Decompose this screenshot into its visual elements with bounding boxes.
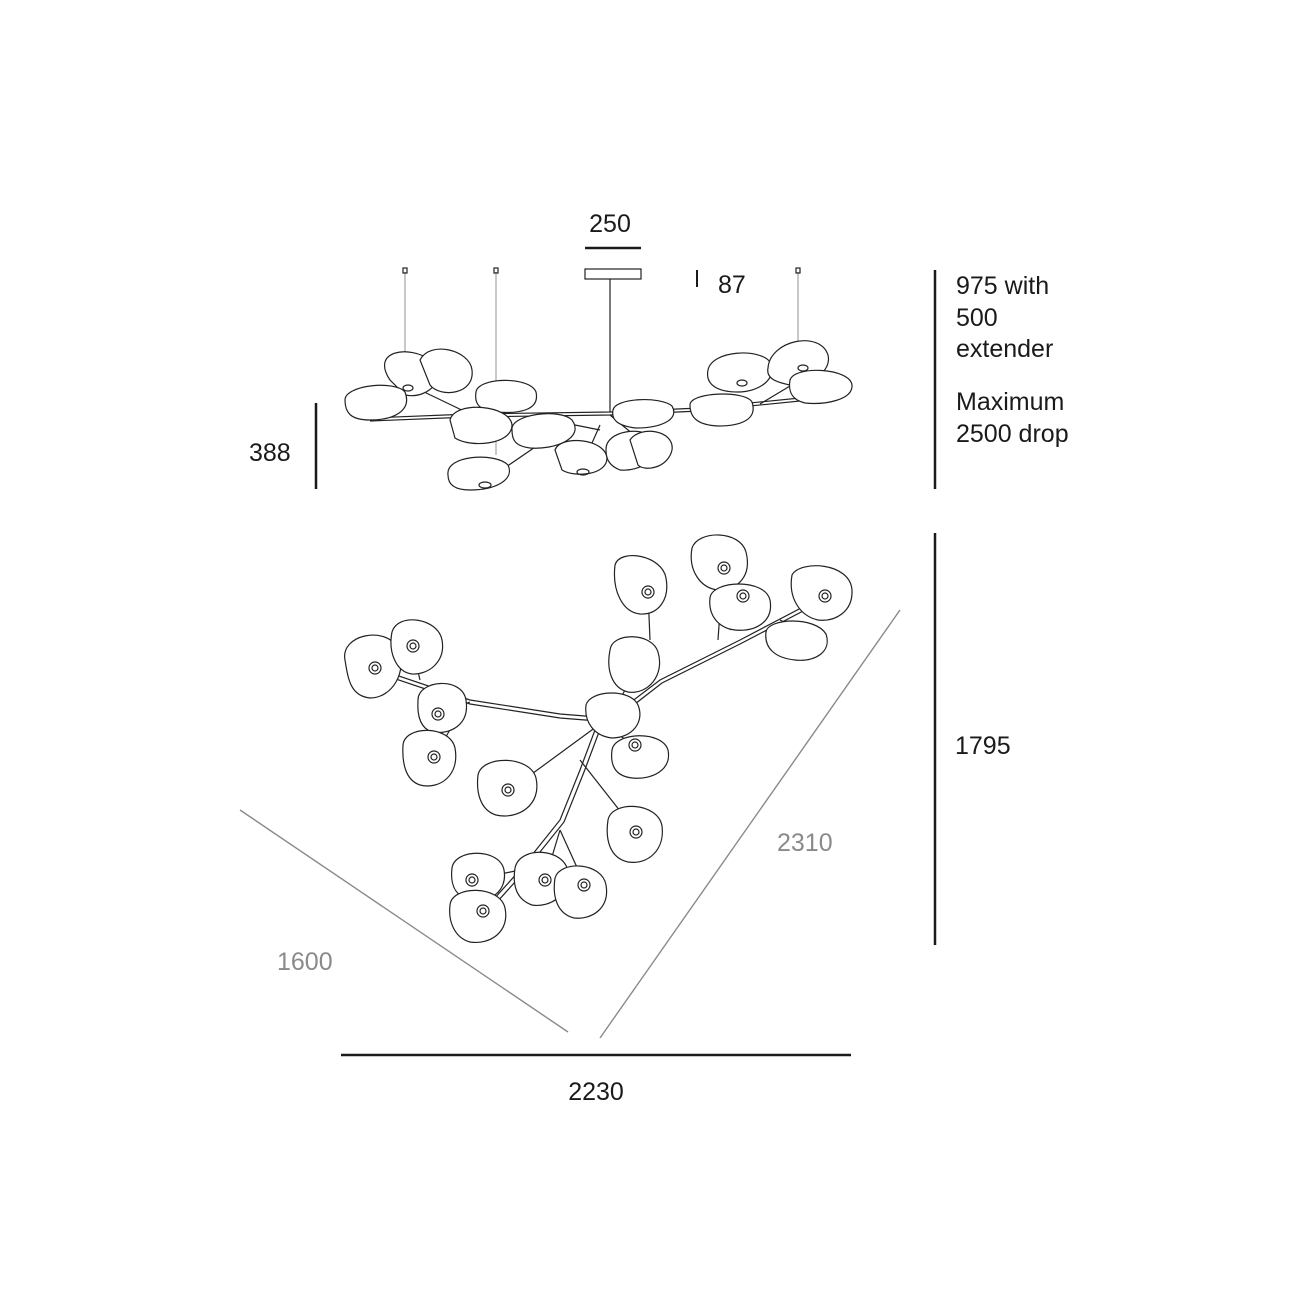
fixture-height-label: 388 xyxy=(249,439,291,467)
right-diagonal-line xyxy=(599,609,901,1039)
side-elevation: 250 87 xyxy=(249,210,1069,491)
plan-shades xyxy=(344,534,853,944)
drop-label-line-1: 975 with xyxy=(956,272,1049,300)
plan-bulbs xyxy=(368,561,832,918)
canopy-height-label: 87 xyxy=(718,271,746,299)
side-shades xyxy=(344,340,853,491)
drop-label-line-3: extender xyxy=(956,335,1053,363)
plan-width-label: 2230 xyxy=(568,1078,624,1106)
right-diagonal-label: 2310 xyxy=(777,829,833,857)
ceiling-canopy xyxy=(584,268,642,280)
left-diagonal-label: 1600 xyxy=(277,948,333,976)
plan-view: 1600 2310 1795 2230 xyxy=(239,533,1011,1106)
canopy-width-label: 250 xyxy=(589,210,631,238)
left-diagonal-line xyxy=(239,809,569,1033)
plan-depth-label: 1795 xyxy=(955,732,1011,760)
max-drop-label-line-2: 2500 drop xyxy=(956,420,1069,448)
side-bulbs xyxy=(402,364,809,489)
drop-label-line-2: 500 xyxy=(956,304,998,332)
max-drop-label-line-1: Maximum xyxy=(956,388,1064,416)
